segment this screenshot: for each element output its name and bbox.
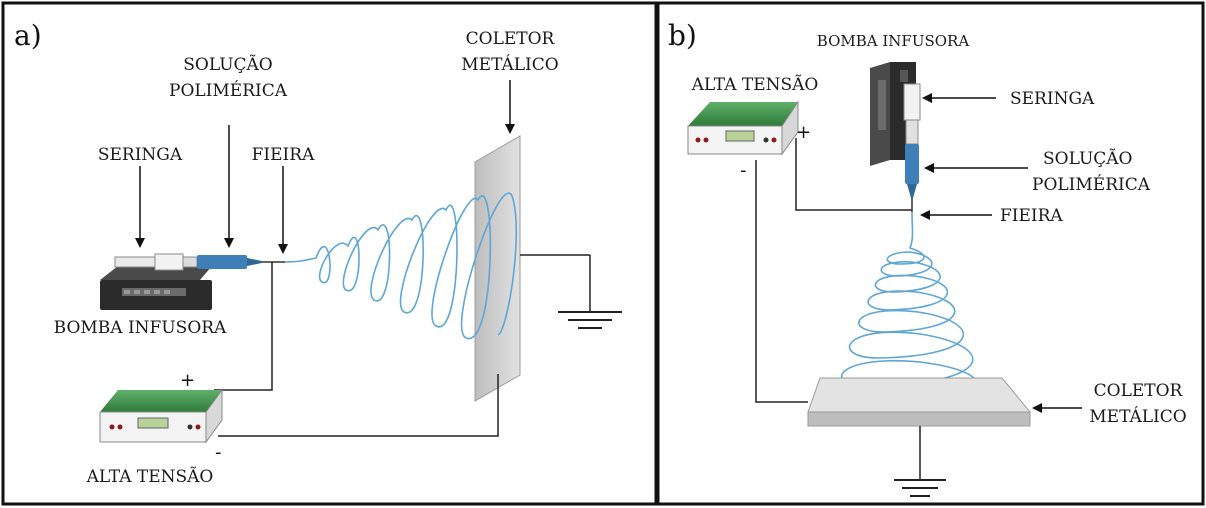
coletor-label-line2: METÁLICO	[461, 54, 558, 75]
alta-tensao-label: ALTA TENSÃO	[86, 466, 214, 487]
infusion-pump-a	[100, 253, 285, 310]
ground-symbol-a	[558, 311, 622, 329]
negative-wire-a	[218, 374, 499, 437]
coletor-label-line1: COLETOR	[466, 29, 556, 49]
solucao-label-b-line1: SOLUÇÃO	[1043, 148, 1133, 169]
fieira-label: FIEIRA	[252, 145, 315, 165]
solucao-label-line1: SOLUÇÃO	[183, 54, 273, 75]
coletor-label-b-line2: METÁLICO	[1089, 406, 1186, 427]
infusion-pump-b	[870, 62, 921, 212]
coletor-label-b-line1: COLETOR	[1094, 381, 1184, 401]
plus-sign-a: +	[180, 370, 195, 391]
alta-tensao-label-b: ALTA TENSÃO	[691, 74, 819, 95]
high-voltage-supply-a	[99, 388, 223, 444]
panel-b: b) BOMBA INFUSORA ALTA TENSÃO SERINGA SO…	[656, 1, 1205, 506]
plus-sign-b: +	[796, 122, 811, 143]
bomba-label-b: BOMBA INFUSORA	[817, 32, 970, 50]
minus-sign-b: -	[740, 160, 747, 181]
negative-wire-b	[755, 160, 808, 403]
panel-b-label: b)	[668, 19, 697, 52]
bomba-label: BOMBA INFUSORA	[54, 318, 227, 338]
solucao-label-b-line2: POLIMÉRICA	[1032, 174, 1151, 195]
minus-sign-a: -	[215, 442, 222, 463]
solucao-label-line2: POLIMÉRICA	[169, 80, 288, 101]
positive-wire-b	[795, 138, 912, 211]
metal-collector-b	[807, 377, 1032, 427]
seringa-label: SERINGA	[98, 145, 183, 165]
high-voltage-supply-b	[687, 100, 799, 156]
fieira-label-b: FIEIRA	[1000, 206, 1063, 226]
panel-a: a) COLETOR METÁLICO SOLUÇÃO POLIMÉRICA S…	[1, 1, 658, 506]
panel-a-label: a)	[14, 19, 42, 52]
ground-symbol-b	[894, 479, 946, 497]
positive-wire-a	[214, 262, 273, 391]
metal-collector-a	[474, 135, 521, 402]
polymer-fiber-a	[284, 192, 518, 339]
seringa-label-b: SERINGA	[1010, 89, 1095, 109]
